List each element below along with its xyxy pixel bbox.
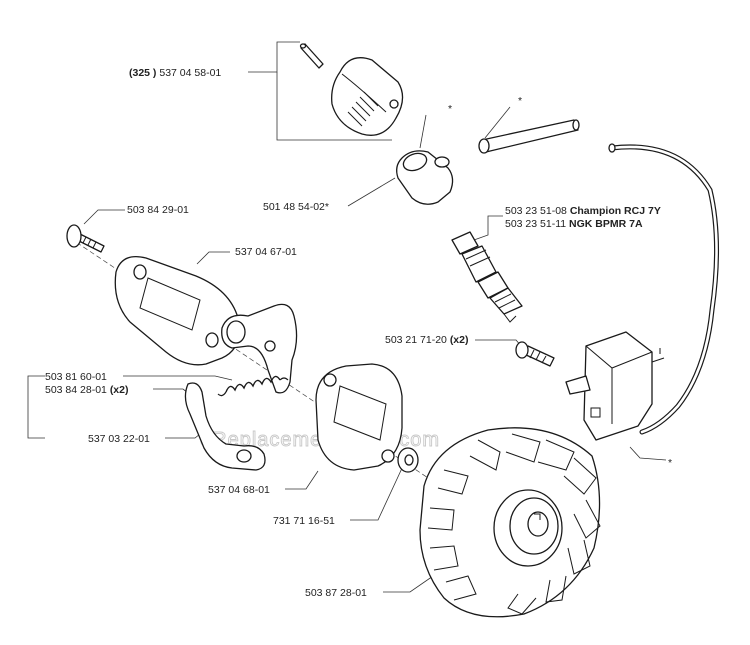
label-503-21-71-20: 503 21 71-20 (x2) <box>385 334 469 346</box>
label-537-04-68-01: 537 04 68-01 <box>208 484 270 496</box>
label-503-23-51-08: 503 23 51-08 Champion RCJ 7Y <box>505 205 661 217</box>
label-503-23-51-11: 503 23 51-11 NGK BPMR 7A <box>505 218 643 230</box>
ignition-coil-part <box>565 331 665 441</box>
star-marker-coil: * <box>668 457 672 469</box>
pawl-upper-part <box>221 303 298 394</box>
tube-part <box>478 119 580 154</box>
label-537-04-67-01: 537 04 67-01 <box>235 246 297 258</box>
pin-part <box>299 43 324 69</box>
cover-plate-part <box>315 363 403 471</box>
ignition-wire-part <box>608 143 720 435</box>
pawl-lower-part <box>184 382 266 471</box>
label-501-48-54-02: 501 48 54-02* <box>263 201 329 213</box>
spark-plug-cap-part <box>331 57 404 136</box>
part-labels: (325 ) 537 04 58-01 501 48 54-02* 503 84… <box>45 67 672 599</box>
label-503-84-28-01: 503 84 28-01 (x2) <box>45 384 129 396</box>
label-537-04-58-01: (325 ) 537 04 58-01 <box>129 67 221 79</box>
bolt-part <box>515 341 555 367</box>
flywheel-part <box>419 427 601 618</box>
label-503-87-28-01: 503 87 28-01 <box>305 587 367 599</box>
spark-plug-part <box>451 231 523 323</box>
label-731-71-16-51: 731 71 16-51 <box>273 515 335 527</box>
star-marker-tube: * <box>518 95 522 107</box>
boot-part <box>396 150 454 205</box>
spring-part <box>217 375 289 397</box>
label-503-81-60-01: 503 81 60-01 <box>45 371 107 383</box>
label-537-03-22-01: 537 03 22-01 <box>88 433 150 445</box>
plate-part <box>114 255 240 366</box>
label-503-84-29-01: 503 84 29-01 <box>127 204 189 216</box>
screw-part <box>66 224 105 253</box>
star-marker-boot: * <box>448 103 452 115</box>
washer-part <box>397 447 419 473</box>
